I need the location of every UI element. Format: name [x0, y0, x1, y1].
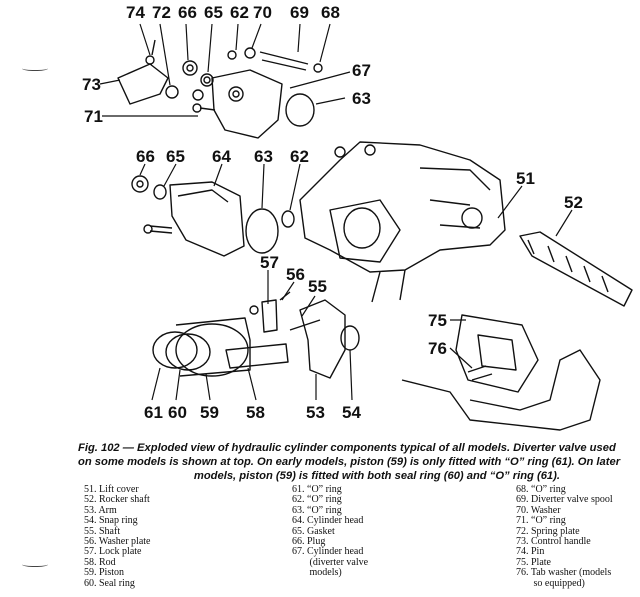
callout-57: 57: [260, 253, 279, 272]
parts-list-item: 67. Cylinder head: [292, 546, 364, 558]
parts-list-column-3: 68. “O” ring 69. Diverter valve spool 70…: [516, 484, 613, 589]
callout-76: 76: [428, 339, 447, 358]
parts-list-item: 56. Washer plate: [84, 536, 151, 548]
callout-67: 67: [352, 61, 371, 80]
parts-list-item: 68. “O” ring: [516, 484, 566, 495]
margin-mark: [22, 64, 48, 71]
parts-list-item: 69. Diverter valve spool: [516, 494, 613, 506]
parts-list-item: 61. “O” ring: [292, 484, 342, 495]
parts-list-item: 76. Tab washer (models: [516, 567, 612, 579]
piston-assembly: [152, 291, 360, 379]
parts-list-item: 63. “O” ring: [292, 504, 342, 516]
callout-70: 70: [253, 3, 272, 22]
callout-65: 65: [166, 147, 185, 166]
parts-list-column-2: 61. “O” ring 62. “O” ring 63. “O” ring 6…: [292, 484, 369, 579]
lift-cover-housing: [299, 141, 506, 303]
callout-58: 58: [246, 403, 265, 422]
callout-63: 63: [352, 89, 371, 108]
parts-list-item: 73. Control handle: [516, 536, 591, 548]
parts-list-item: 74. Pin: [516, 546, 545, 558]
callout-60: 60: [168, 403, 187, 422]
rocker-shaft: [519, 231, 633, 307]
callout-69: 69: [290, 3, 309, 22]
parts-list-item: 71. “O” ring: [516, 515, 566, 527]
callout-72: 72: [152, 3, 171, 22]
parts-list-item: 55. Shaft: [84, 525, 121, 537]
leader-lines: [99, 23, 573, 401]
callout-64: 64: [212, 147, 231, 166]
caption-line: models, piston (59) is fitted with both …: [193, 470, 560, 482]
exploded-view-diagram: 74 72 66 65 62 70 69 68 67 73 63 71 66 6…: [82, 3, 633, 431]
diverter-valve-assembly: [117, 39, 323, 139]
parts-list-item: 51. Lift cover: [84, 484, 139, 495]
callout-56: 56: [286, 265, 305, 284]
plate-assembly: [401, 314, 601, 431]
callout-73: 73: [82, 75, 101, 94]
parts-list-item: 62. “O” ring: [292, 494, 342, 506]
callout-51: 51: [516, 169, 535, 188]
parts-list-item: so equipped): [516, 577, 585, 589]
parts-list-item: 58. Rod: [84, 556, 116, 568]
callout-68: 68: [321, 3, 340, 22]
parts-list-item: 65. Gasket: [292, 525, 335, 537]
parts-list-item: 60. Seal ring: [84, 577, 135, 589]
caption-line: on some models is shown at top. On early…: [78, 456, 621, 468]
caption-line: Fig. 102 — Exploded view of hydraulic cy…: [78, 442, 616, 454]
parts-list-item: 52. Rocker shaft: [84, 494, 150, 506]
callout-75: 75: [428, 311, 447, 330]
margin-mark: [22, 560, 48, 567]
parts-list-item: 59. Piston: [84, 567, 125, 579]
parts-list-item: 54. Snap ring: [84, 515, 138, 527]
parts-list-item: 75. Plate: [516, 556, 551, 568]
callout-54: 54: [342, 403, 361, 422]
parts-list-item: 57. Lock plate: [84, 546, 142, 558]
callout-65: 65: [204, 3, 223, 22]
parts-list-item: 66. Plug: [292, 536, 326, 548]
callout-55: 55: [308, 277, 327, 296]
callout-74: 74: [126, 3, 145, 22]
parts-list-item: 72. Spring plate: [516, 525, 580, 537]
callout-71: 71: [84, 107, 103, 126]
callout-59: 59: [200, 403, 219, 422]
callout-numbers: 74 72 66 65 62 70 69 68 67 73 63 71 66 6…: [82, 3, 583, 422]
callout-62: 62: [290, 147, 309, 166]
callout-62: 62: [230, 3, 249, 22]
callout-66: 66: [178, 3, 197, 22]
parts-list-item: 70. Washer: [516, 504, 561, 516]
callout-52: 52: [564, 193, 583, 212]
callout-66: 66: [136, 147, 155, 166]
callout-53: 53: [306, 403, 325, 422]
parts-list-column-1: 51. Lift cover 52. Rocker shaft 53. Arm …: [84, 484, 151, 589]
cylinder-head-assembly: [131, 175, 295, 257]
parts-list-item: 53. Arm: [84, 504, 117, 516]
parts-list-item: 64. Cylinder head: [292, 515, 364, 527]
parts-list-item: (diverter valve: [292, 556, 369, 568]
parts-list-item: models): [292, 567, 342, 579]
callout-63: 63: [254, 147, 273, 166]
callout-61: 61: [144, 403, 163, 422]
figure-caption: Fig. 102 — Exploded view of hydraulic cy…: [78, 441, 630, 483]
